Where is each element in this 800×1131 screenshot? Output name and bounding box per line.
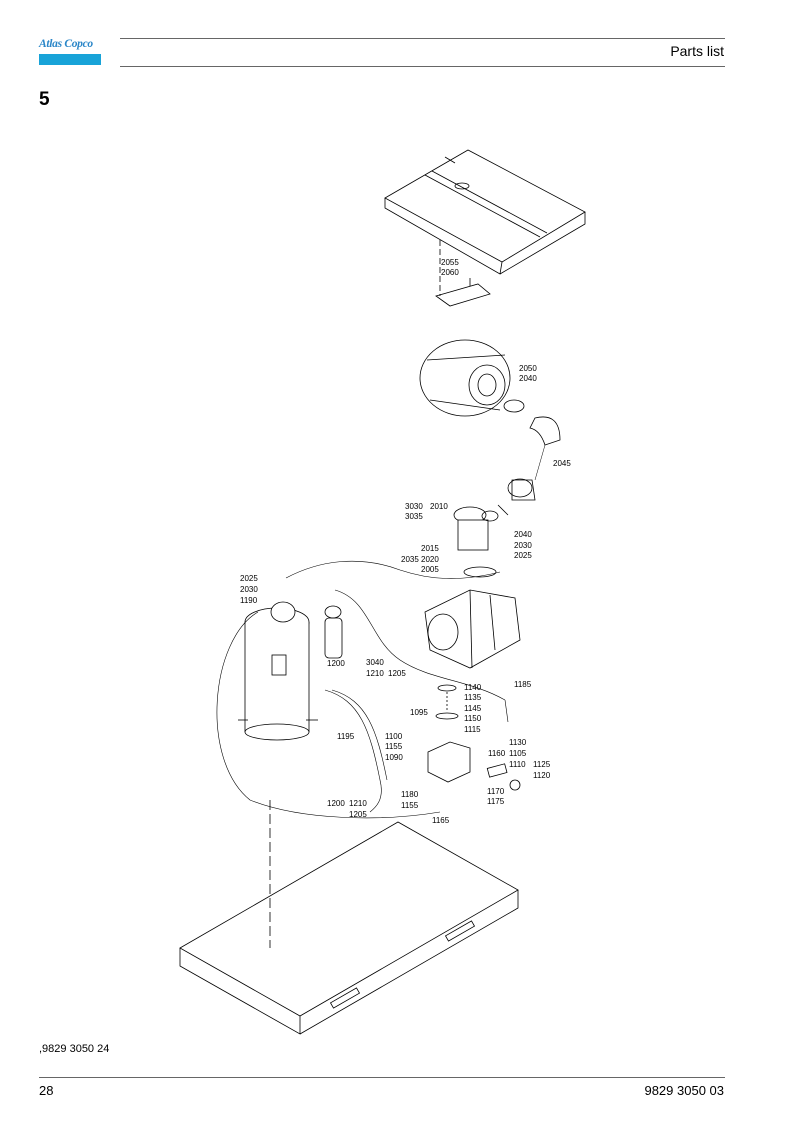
callout-label: 1165 (432, 816, 450, 825)
callout-label: 2030 (514, 541, 532, 550)
callout-label: 1150 (464, 714, 482, 723)
brand-name: Atlas Copco (39, 38, 93, 50)
callout-label: 1130 (509, 738, 527, 747)
callout-label: 1090 (385, 753, 403, 762)
oil-filter (324, 605, 343, 659)
header-rule-bottom (120, 66, 725, 67)
page-number: 28 (39, 1083, 54, 1098)
callout-label: 2025 (514, 551, 532, 560)
oil-separator-vessel (238, 601, 318, 741)
callout-label: 2040 (514, 530, 532, 539)
callout-label: 1140 (464, 683, 482, 692)
callout-label: 2025 (240, 574, 258, 583)
logo-bar (39, 54, 101, 65)
callout-label: 1210 (349, 799, 367, 808)
callout-label: 2035 (401, 555, 419, 564)
callout-label: 2010 (430, 502, 448, 511)
air-filter-housing (419, 339, 525, 417)
callout-label: 1145 (464, 704, 482, 713)
callout-label: 3035 (405, 512, 423, 521)
callout-labels: 2055 2060 2050 2040 2045 3030 2010 3035 … (240, 258, 571, 825)
callout-label: 1120 (533, 771, 551, 780)
callout-label: 1205 (349, 810, 367, 819)
exploded-parts-drawing: 2055 2060 2050 2040 2045 3030 2010 3035 … (0, 120, 800, 1040)
callout-label: 1105 (509, 749, 527, 758)
mounting-bracket (435, 240, 491, 307)
callout-label: 1155 (401, 801, 419, 810)
unloader-valve (453, 504, 509, 578)
callout-label: 1195 (337, 732, 355, 741)
callout-label: 2040 (519, 374, 537, 383)
callout-label: 1135 (464, 693, 482, 702)
callout-label: 1200 (327, 659, 345, 668)
piping (216, 560, 509, 819)
intake-elbow (507, 416, 561, 501)
page-title: Parts list (670, 43, 724, 59)
compressor-element (424, 589, 521, 669)
header-rule-top (120, 38, 725, 39)
document-number: 9829 3050 03 (644, 1083, 724, 1098)
callout-label: 2020 (421, 555, 439, 564)
callout-label: 1110 (509, 760, 526, 769)
callout-label: 2015 (421, 544, 439, 553)
callout-label: 1210 (366, 669, 384, 678)
callout-label: 1180 (401, 790, 419, 799)
callout-label: 2030 (240, 585, 258, 594)
callout-label: 2060 (441, 268, 459, 277)
callout-label: 2045 (553, 459, 571, 468)
callout-label: 3040 (366, 658, 384, 667)
section-number: 5 (39, 89, 50, 110)
callout-label: 1205 (388, 669, 406, 678)
callout-label: 2005 (421, 565, 439, 574)
footer-rule (39, 1077, 725, 1078)
drawing-reference-code: ,9829 3050 24 (39, 1043, 110, 1055)
exploded-view-svg: 2055 2060 2050 2040 2045 3030 2010 3035 … (179, 149, 586, 1035)
callout-label: 3030 (405, 502, 423, 511)
callout-label: 1170 (487, 787, 505, 796)
atlas-copco-logo: Atlas Copco (39, 38, 101, 66)
callout-label: 1185 (514, 680, 532, 689)
base-frame (179, 800, 519, 1035)
callout-label: 1155 (385, 742, 403, 751)
canopy-roof-panel (384, 149, 586, 275)
callout-label: 1125 (533, 760, 551, 769)
callout-label: 1095 (410, 708, 428, 717)
valve-block (427, 684, 521, 791)
callout-label: 1115 (464, 725, 481, 734)
callout-label: 2050 (519, 364, 537, 373)
callout-label: 1160 (488, 749, 506, 758)
callout-label: 1200 (327, 799, 345, 808)
callout-label: 1190 (240, 596, 258, 605)
callout-label: 1175 (487, 797, 505, 806)
callout-label: 2055 (441, 258, 459, 267)
callout-label: 1100 (385, 732, 403, 741)
